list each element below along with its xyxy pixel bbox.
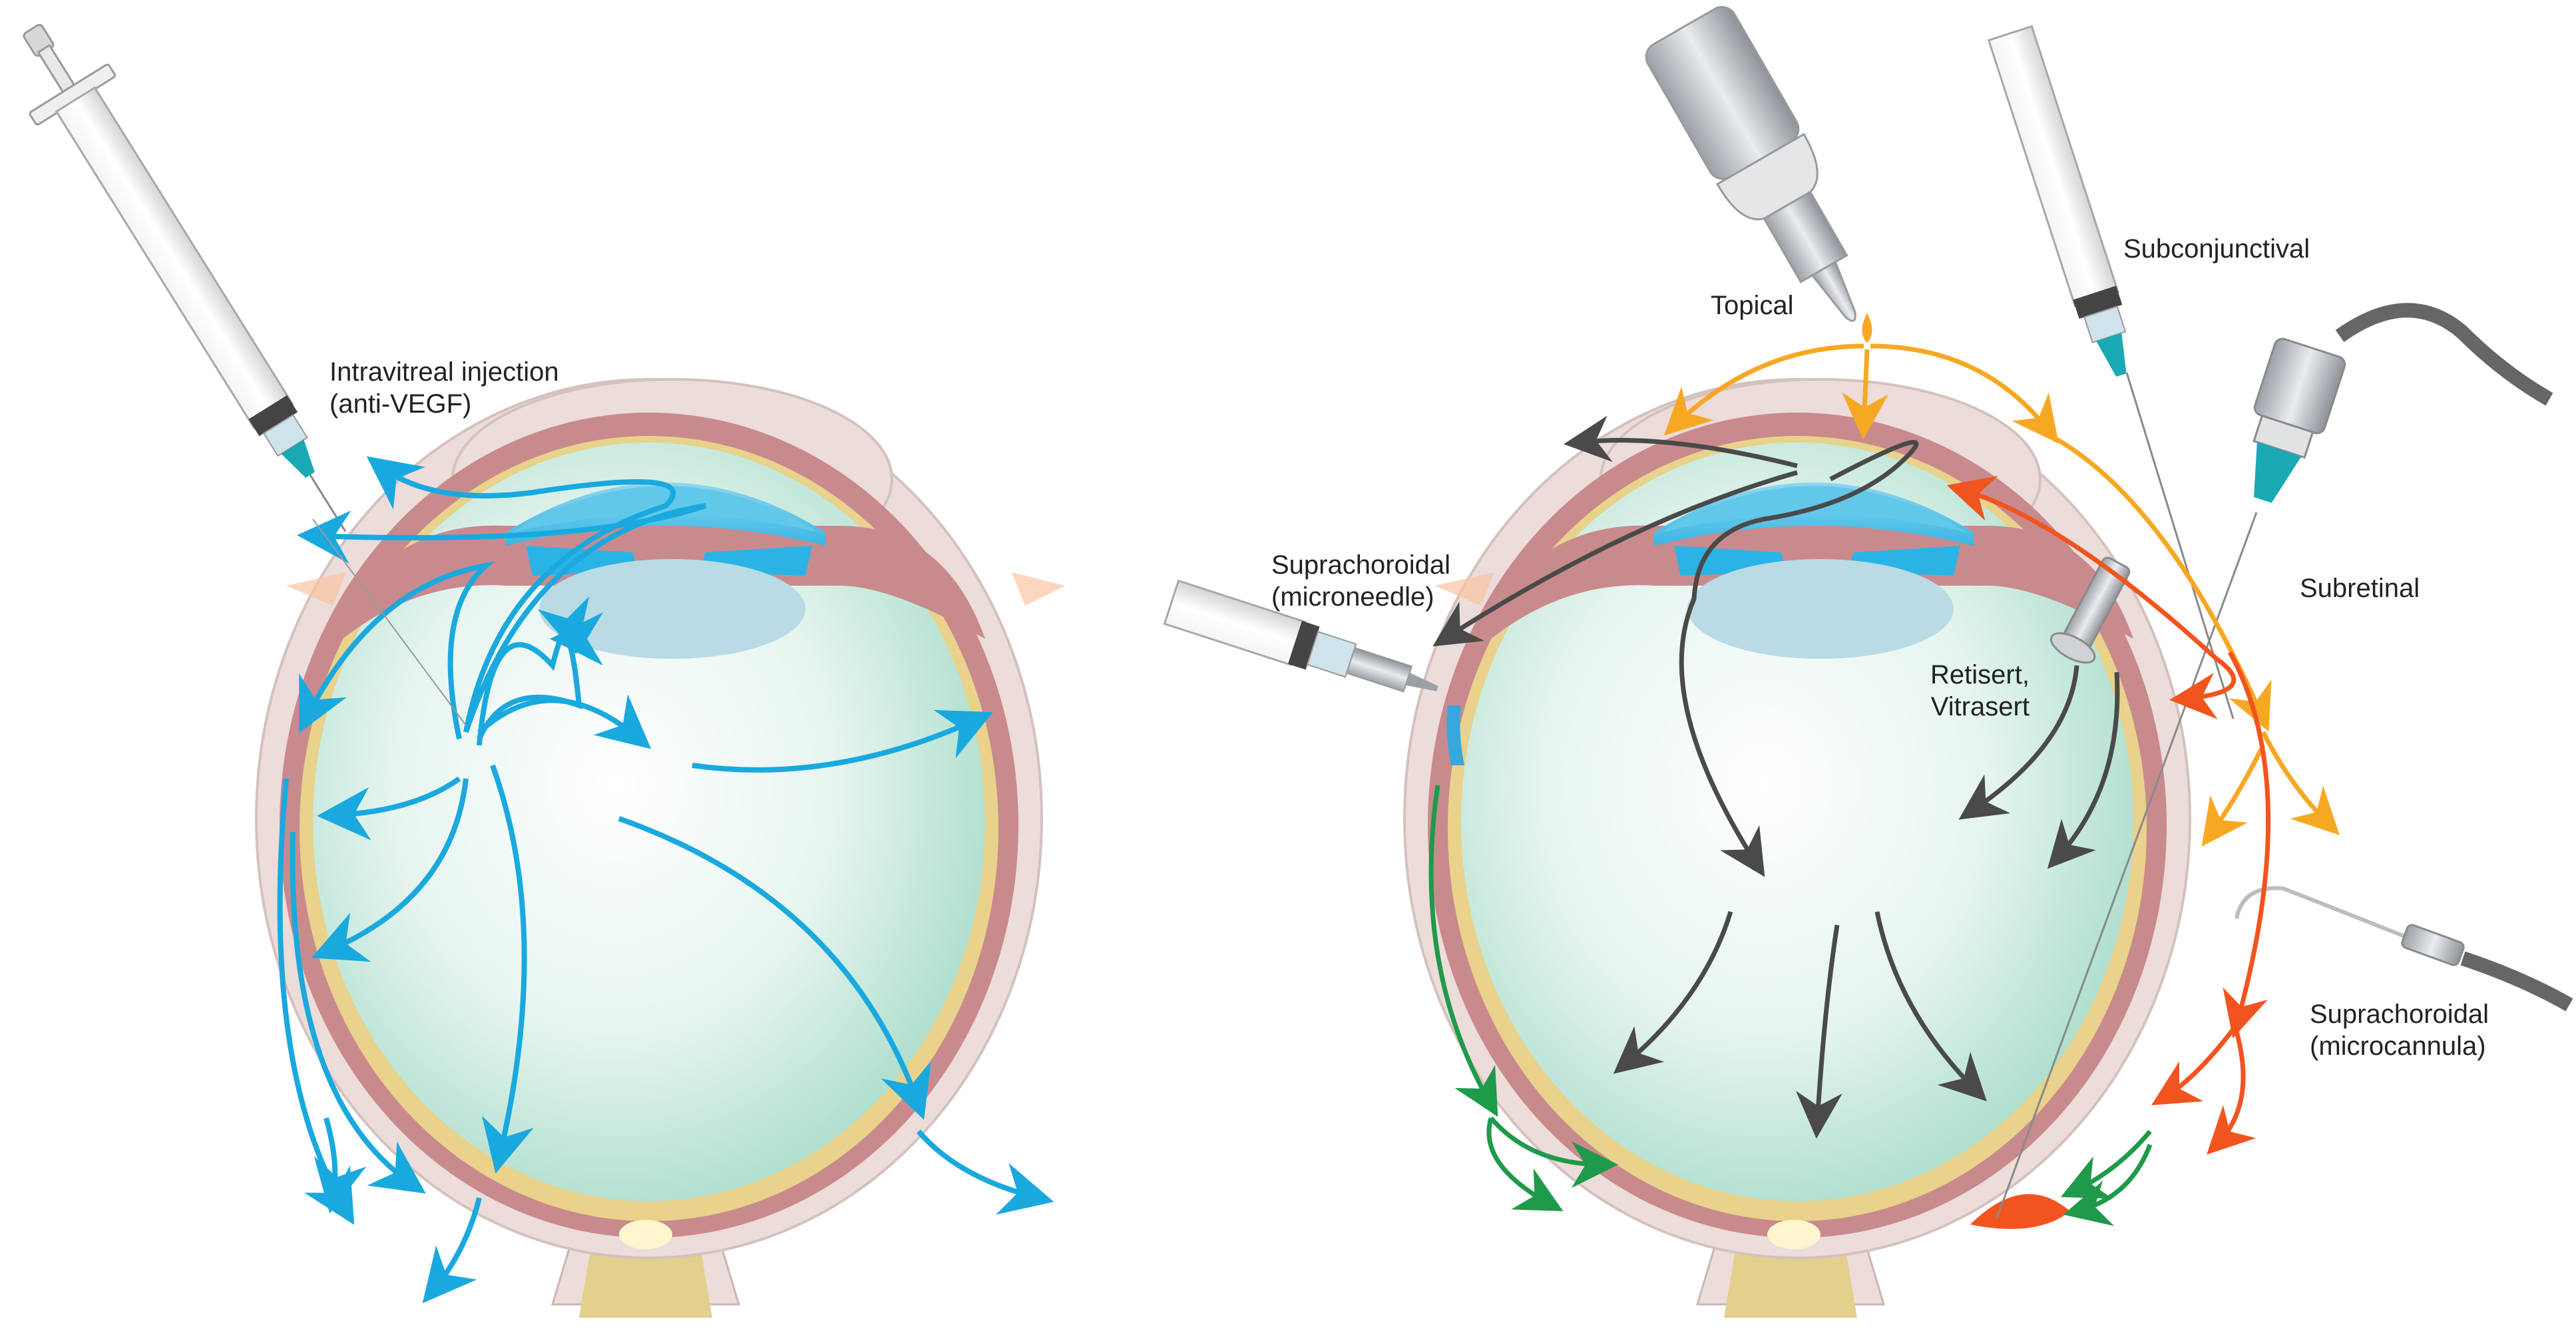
label-suprachoroidal-microcannula: Suprachoroidal (microcannula)	[2310, 998, 2489, 1062]
syringe-icon	[23, 23, 347, 532]
implant-arrows	[1432, 415, 2120, 1139]
vitreous	[313, 443, 985, 1201]
label-retisert-line2: Vitrasert	[1930, 692, 2030, 721]
microcannula-icon	[1996, 303, 2553, 1219]
eye-dropper-icon	[1645, 6, 1856, 322]
label-subretinal: Subretinal	[2300, 572, 2420, 604]
label-subconjunctival: Subconjunctival	[2123, 233, 2310, 265]
label-intravitreal-line2: (anti-VEGF)	[329, 389, 472, 419]
label-topical-text: Topical	[1711, 291, 1794, 320]
label-subconjunctival-text: Subconjunctival	[2123, 234, 2310, 264]
label-retisert: Retisert, Vitrasert	[1930, 659, 2030, 723]
suprachoroidal-arrows	[1428, 785, 2153, 1227]
vitreous	[1461, 443, 2133, 1201]
microcannula-icon	[2235, 886, 2573, 1012]
left-eye	[255, 378, 1065, 1318]
syringe-icon	[1163, 579, 1438, 693]
label-suprachoroidal-microneedle: Suprachoroidal (microneedle)	[1271, 549, 1450, 613]
label-intravitreal-line1: Intravitreal injection	[329, 357, 559, 387]
implant-icon	[2050, 556, 2131, 664]
label-retisert-line1: Retisert,	[1930, 660, 2030, 689]
lens	[1687, 559, 1954, 659]
label-intravitreal: Intravitreal injection (anti-VEGF)	[329, 356, 559, 420]
syringe-icon	[1987, 25, 2127, 377]
label-suprachoroidal-microcannula-line1: Suprachoroidal	[2310, 1000, 2489, 1029]
label-subretinal-text: Subretinal	[2300, 574, 2420, 603]
subretinal-arrows	[1946, 476, 2271, 1155]
intravitreal-arrows	[277, 456, 1054, 1304]
label-suprachoroidal-microneedle-line1: Suprachoroidal	[1271, 550, 1451, 580]
label-suprachoroidal-microneedle-line2: (microneedle)	[1271, 582, 1434, 612]
right-eye	[1403, 378, 2191, 1318]
subretinal-bleb	[1970, 1194, 2070, 1229]
label-topical: Topical	[1711, 289, 1794, 321]
lens	[539, 559, 805, 659]
drop-icon	[1862, 313, 1872, 343]
label-suprachoroidal-microcannula-line2: (microcannula)	[2310, 1032, 2486, 1061]
